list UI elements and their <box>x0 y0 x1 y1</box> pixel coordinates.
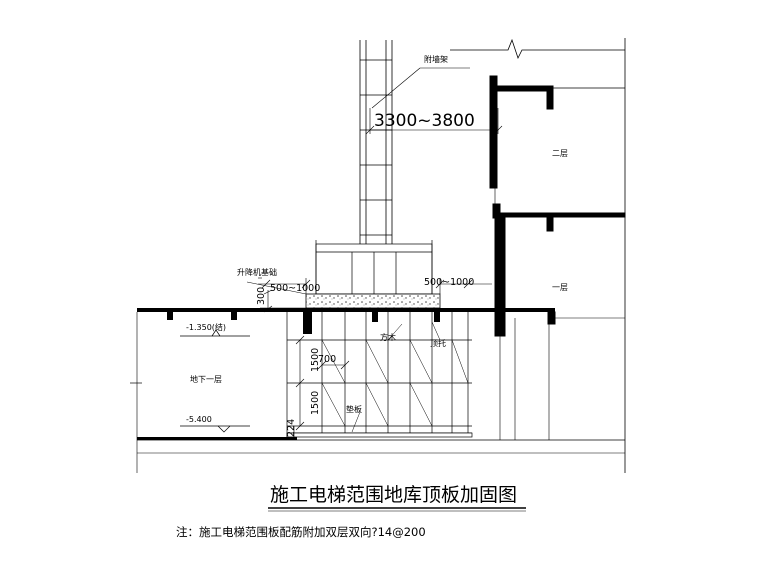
beam-2f <box>496 85 554 92</box>
label-top-support: 顶托 <box>430 338 446 348</box>
beam-1f-drop <box>546 216 554 232</box>
column-upper <box>489 75 498 189</box>
label-floor1: 一层 <box>552 283 568 292</box>
column-lower <box>494 217 506 337</box>
base-plate <box>286 432 473 438</box>
drawing-title: 施工电梯范围地库顶板加固图 <box>270 484 517 506</box>
slab-beam-right <box>547 311 556 325</box>
dim-right-extent: 500~1000 <box>424 277 474 288</box>
building-section <box>450 38 626 473</box>
dim-step-lower: 1500 <box>310 391 321 415</box>
basement-floor-slab <box>136 312 625 473</box>
drawing-note: 注：施工电梯范围板配筋附加双层双向?14@200 <box>176 525 426 539</box>
label-timber: 方木 <box>380 332 396 342</box>
dim-pole-spacing: 700 <box>318 354 336 365</box>
label-hoist-foundation: 升降机基础 <box>237 267 277 277</box>
dim-tie-length: 3300~3800 <box>374 111 475 131</box>
label-base-plate: 垫板 <box>346 404 362 414</box>
hoist-foundation-block <box>305 293 441 309</box>
scaffold-support <box>286 312 472 437</box>
dim-foundation-thickness: 300 <box>256 287 267 305</box>
dim-bottom-gap: 224 <box>286 419 297 437</box>
break-line <box>450 38 625 60</box>
dim-step-upper: 1500 <box>310 348 321 372</box>
dim-left-extent: 500~1000 <box>270 283 320 294</box>
basement-roof-slab <box>137 308 555 334</box>
elev-top-slab: -1.350(结) <box>186 322 226 332</box>
elev-basement-floor: -5.400 <box>186 415 212 424</box>
hoist-mast <box>359 40 393 244</box>
label-floor2: 二层 <box>552 149 568 158</box>
label-basement: 地下一层 <box>190 374 222 384</box>
label-wall-tie: 附墙架 <box>424 54 448 64</box>
dimension-lines <box>246 67 503 437</box>
hoist-enclosure <box>315 240 433 295</box>
beam-1f <box>496 212 626 218</box>
elevation-markers <box>130 329 250 433</box>
beam-2f-drop <box>546 90 554 110</box>
